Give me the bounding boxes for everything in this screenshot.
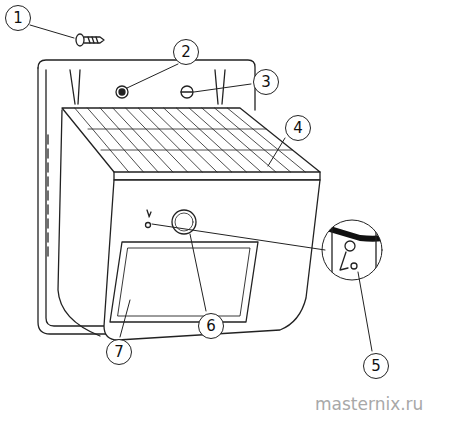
callout-text: 5	[371, 359, 381, 374]
callout-number: 4	[285, 115, 311, 141]
cell-line	[164, 108, 232, 172]
lamp-lens-inner	[118, 248, 250, 316]
back-plate	[38, 60, 255, 110]
cell-line	[113, 108, 173, 172]
fin	[47, 149, 48, 158]
callout-text: 7	[114, 345, 124, 360]
plate-tab	[215, 70, 225, 104]
fin	[47, 135, 48, 144]
screw-hole	[181, 86, 193, 98]
callout-number: 3	[253, 69, 279, 95]
fin	[47, 205, 48, 214]
front-face	[104, 180, 320, 340]
cell-line	[215, 108, 291, 172]
lamp-lens	[110, 242, 258, 322]
fin	[47, 247, 48, 256]
cell-line	[126, 108, 188, 172]
callout-number: 2	[173, 39, 199, 65]
callout-text: 4	[293, 121, 303, 136]
callout-number: 1	[5, 5, 31, 31]
callout-text: 6	[206, 319, 216, 334]
screw-hole	[116, 86, 128, 98]
callout-number: 6	[198, 313, 224, 339]
callout-text: 2	[181, 45, 191, 60]
fin	[47, 163, 48, 172]
switch-icon	[146, 210, 152, 228]
cell-line	[88, 129, 266, 130]
callout-text: 1	[13, 11, 23, 26]
inset-circle	[322, 220, 382, 280]
fin	[47, 233, 48, 242]
callout-number: 7	[106, 339, 132, 365]
cell-line	[75, 108, 129, 172]
callout-text: 3	[261, 75, 271, 90]
plate-tab	[70, 70, 80, 104]
callout-number: 5	[363, 353, 389, 379]
cell-line	[138, 108, 202, 172]
solar-cells	[75, 108, 306, 172]
screw	[76, 34, 104, 46]
cell-line	[189, 108, 261, 172]
watermark: masternix.ru	[315, 394, 423, 414]
cooling-fins	[47, 135, 48, 256]
fin	[47, 191, 48, 200]
cell-line	[176, 108, 246, 172]
leader-line	[30, 25, 372, 351]
cell-line	[101, 150, 292, 151]
solar-panel	[62, 108, 320, 172]
cell-line	[151, 108, 217, 172]
panel-rim	[114, 172, 320, 180]
fin	[47, 219, 48, 228]
cell-line	[100, 108, 158, 172]
fin	[47, 177, 48, 186]
switch-detail	[320, 220, 395, 290]
